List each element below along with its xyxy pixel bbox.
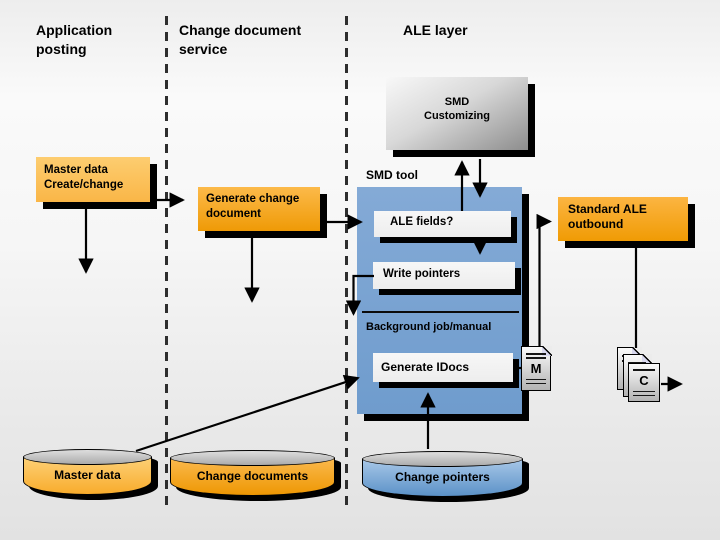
smd-customizing-line1: SMD xyxy=(444,96,470,108)
change-documents-cylinder-label: Change documents xyxy=(196,469,309,483)
generate-change-document-line1: Generate change xyxy=(206,193,300,205)
change-pointers-cylinder-label: Change pointers xyxy=(395,470,490,484)
ale-fields-box: ALE fields? xyxy=(374,211,511,237)
document-text-line xyxy=(526,357,546,359)
document-text-line xyxy=(526,378,546,380)
column-header-application-posting: Application posting xyxy=(36,22,113,57)
master-idoc-document-icon: M xyxy=(521,345,552,391)
folded-corner xyxy=(541,345,552,356)
cylinder-top xyxy=(362,451,523,467)
document-text-line xyxy=(526,353,546,355)
master-data-create-change-box: Master data Create/change xyxy=(36,157,150,202)
master-data-box-line2: Create/change xyxy=(44,179,124,191)
document-text-line xyxy=(633,369,655,371)
ale-fields-label: ALE fields? xyxy=(390,216,454,228)
generate-change-document-line2: document xyxy=(206,208,261,220)
write-pointers-box: Write pointers xyxy=(373,262,515,289)
change-documents-cylinder: Change documents xyxy=(170,450,335,496)
column-divider-dashed-line xyxy=(165,16,168,508)
document-text-line xyxy=(633,394,655,396)
arrow-master-data-cylinder-to-generate-idocs xyxy=(135,374,360,453)
write-pointers-label: Write pointers xyxy=(383,268,461,280)
arrow-master-idoc-to-standard-ale-outbound xyxy=(536,213,552,347)
master-idoc-letter: M xyxy=(530,361,542,376)
standard-ale-outbound-line2: outbound xyxy=(568,217,624,231)
master-data-cylinder-label: Master data xyxy=(54,468,121,482)
generate-change-document-box: Generate change document xyxy=(198,187,320,231)
smd-customizing-line2: Customizing xyxy=(424,110,490,122)
communication-idoc-letter: C xyxy=(639,373,649,388)
folded-corner xyxy=(631,346,642,357)
column-header-change-document-service: Change document service xyxy=(179,22,302,57)
document-text-line xyxy=(526,382,546,384)
folded-corner xyxy=(641,353,652,364)
panel-separator-line xyxy=(362,311,519,313)
change-pointers-cylinder: Change pointers xyxy=(362,451,523,497)
column-header-ale-layer: ALE layer xyxy=(403,22,468,38)
column-divider-dashed-line xyxy=(345,16,348,508)
communication-idoc-document-icon: C xyxy=(628,363,660,402)
generate-idocs-label: Generate IDocs xyxy=(381,360,470,374)
background-job-manual-label: Background job/manual xyxy=(366,321,492,333)
master-data-cylinder: Master data xyxy=(23,449,152,495)
smd-tool-label: SMD tool xyxy=(366,168,418,182)
smd-customizing-box: SMD Customizing xyxy=(386,77,528,150)
document-text-line xyxy=(628,362,646,364)
standard-ale-outbound-line1: Standard ALE xyxy=(568,202,647,216)
cylinder-top xyxy=(170,450,335,466)
document-text-line xyxy=(633,390,655,392)
cylinder-top xyxy=(23,449,152,465)
standard-ale-outbound-box: Standard ALE outbound xyxy=(558,197,688,241)
generate-idocs-box: Generate IDocs xyxy=(373,353,513,382)
master-data-box-line1: Master data xyxy=(44,164,108,176)
